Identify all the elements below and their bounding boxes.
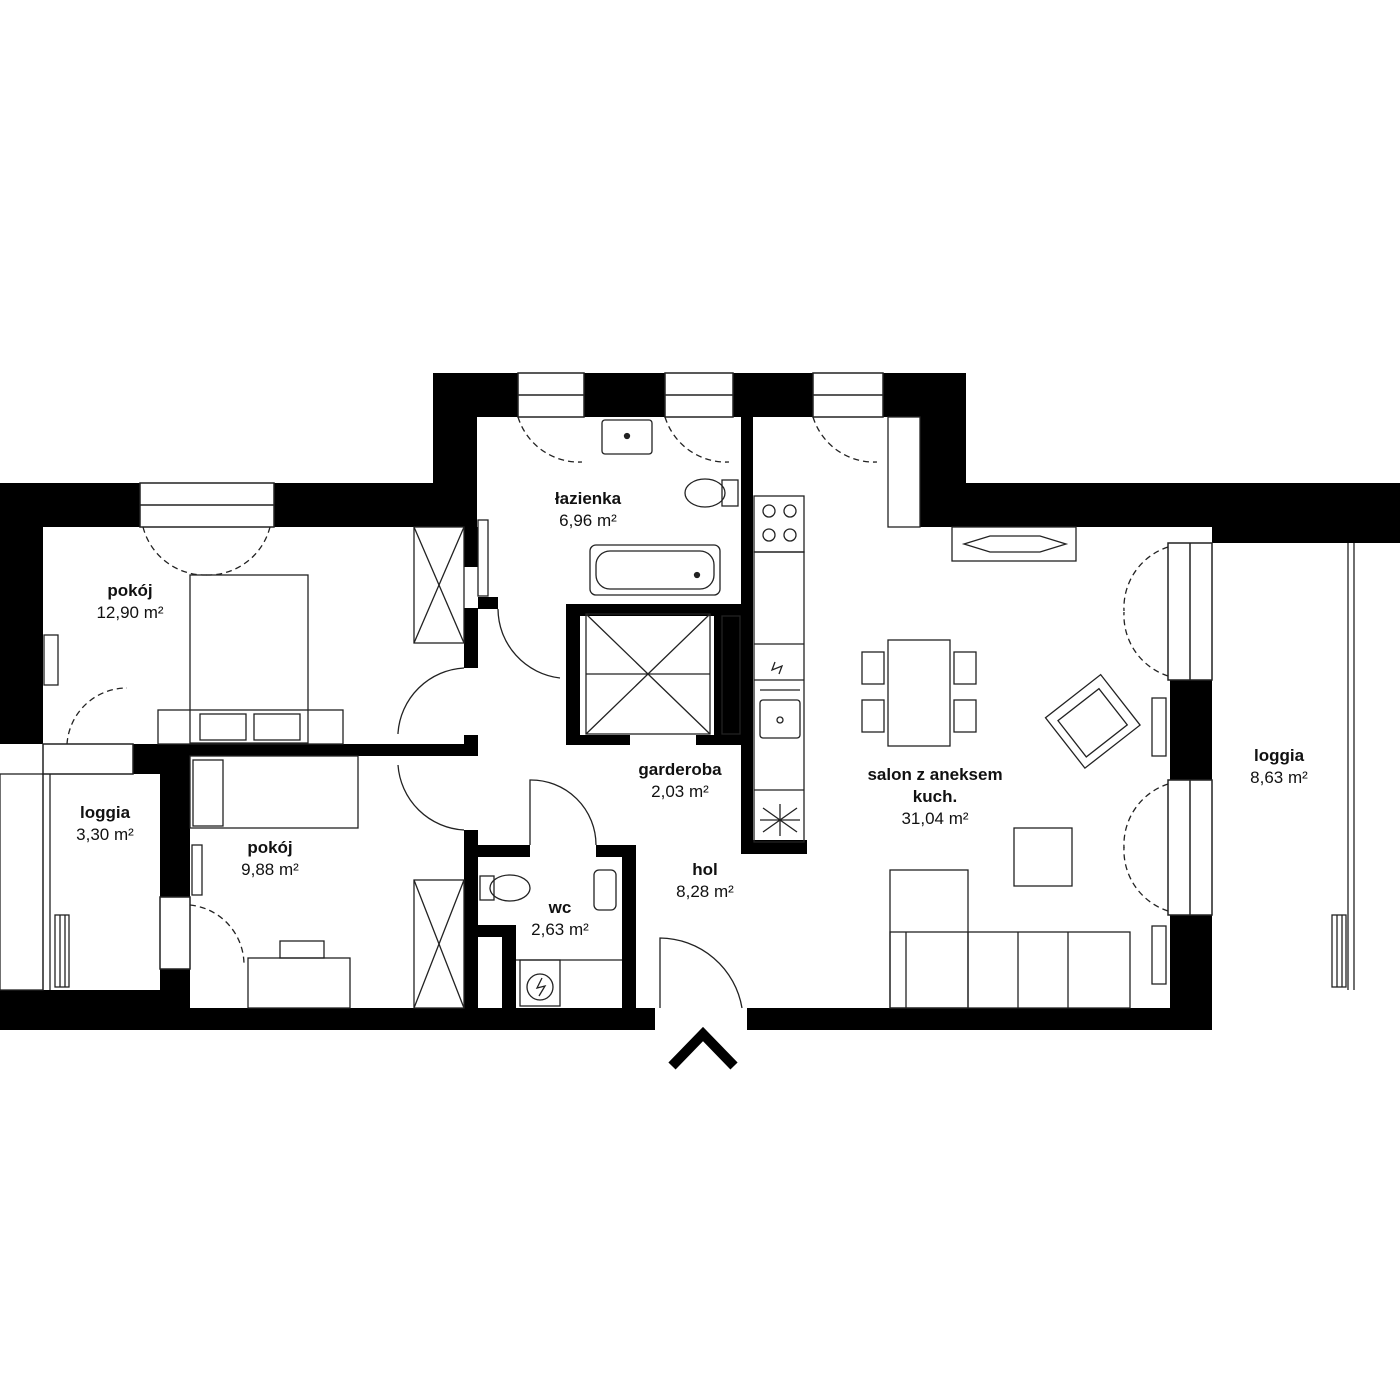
room-name: hol	[692, 860, 718, 879]
room-label-bathroom: łazienka 6,96 m²	[528, 488, 648, 532]
room-area: 9,88 m²	[241, 860, 299, 879]
room-name: loggia	[1253, 746, 1305, 765]
room-name: garderoba	[638, 760, 722, 779]
room-label-wc: wc 2,63 m²	[500, 897, 620, 941]
room-name: łazienka	[554, 489, 622, 508]
room-label-hall: hol 8,28 m²	[645, 859, 765, 903]
room-label-bedroom1: pokój 12,90 m²	[70, 580, 190, 624]
room-label-bedroom2: pokój 9,88 m²	[210, 837, 330, 881]
door-swings	[66, 416, 1169, 966]
symbols	[535, 661, 800, 997]
room-label-loggia-right: loggia 8,63 m²	[1219, 745, 1339, 789]
room-name: loggia	[79, 803, 131, 822]
room-area: 2,03 m²	[651, 782, 709, 801]
entrance-arrow-icon	[668, 1026, 738, 1070]
room-area: 6,96 m²	[559, 511, 617, 530]
room-area: 8,63 m²	[1250, 768, 1308, 787]
room-area: 31,04 m²	[901, 809, 969, 828]
room-area: 3,30 m²	[76, 825, 134, 844]
walls	[0, 373, 1400, 1030]
room-name: wc	[548, 898, 572, 917]
room-label-wardrobe: garderoba 2,03 m²	[620, 759, 740, 803]
room-label-living: salon z aneksem kuch. 31,04 m²	[850, 764, 1020, 830]
interior-door-swings	[397, 608, 743, 1009]
windows	[42, 372, 1213, 970]
room-area: 12,90 m²	[96, 603, 164, 622]
room-area: 2,63 m²	[531, 920, 589, 939]
room-label-loggia-left: loggia 3,30 m²	[45, 802, 165, 846]
room-area: 8,28 m²	[676, 882, 734, 901]
room-name: salon z aneksem kuch.	[867, 765, 1003, 806]
room-name: pokój	[247, 838, 293, 857]
room-name: pokój	[107, 581, 153, 600]
furniture	[0, 416, 1355, 1009]
